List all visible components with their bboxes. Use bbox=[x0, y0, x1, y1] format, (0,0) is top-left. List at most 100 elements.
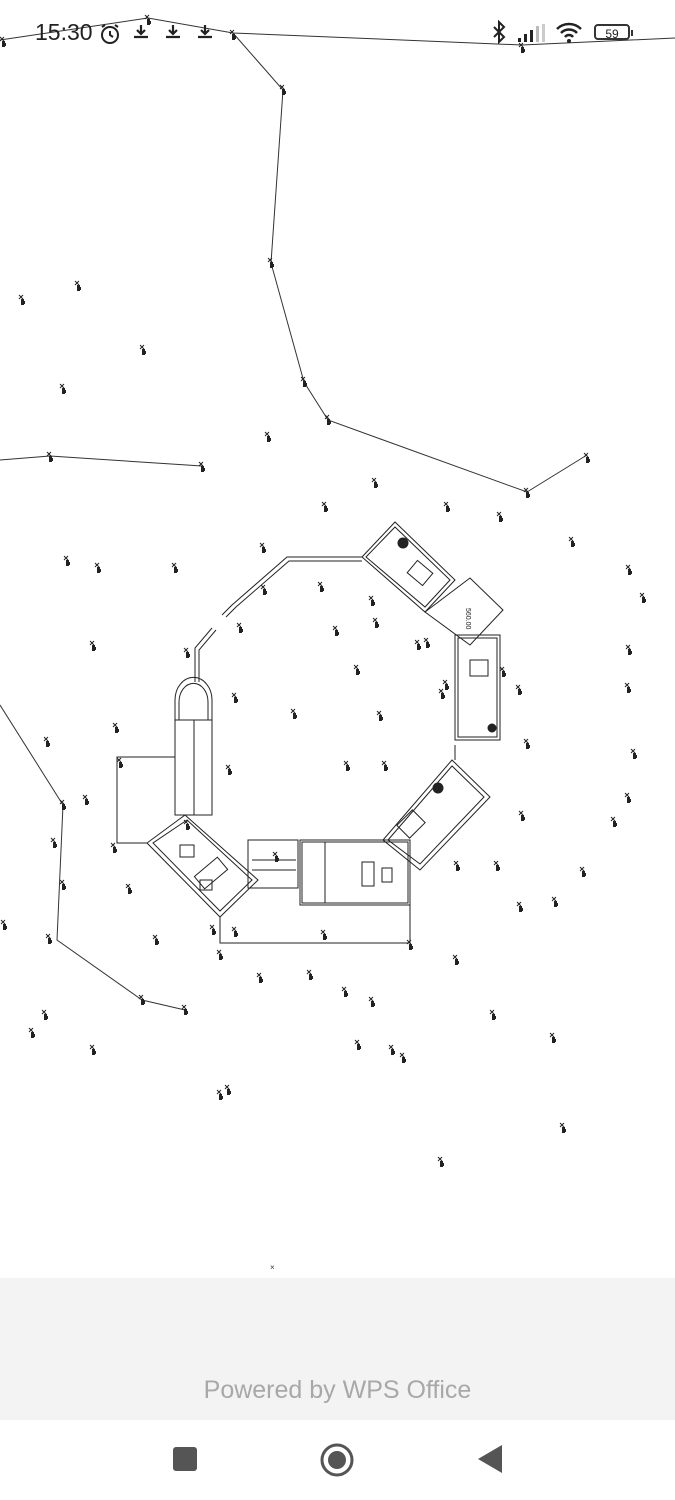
tree-symbol bbox=[300, 376, 307, 387]
alarm-icon bbox=[101, 24, 119, 44]
tree-symbol bbox=[290, 708, 297, 719]
tree-symbol bbox=[231, 692, 238, 703]
tree-symbol bbox=[324, 414, 331, 425]
tree-symbol bbox=[625, 644, 632, 655]
tree-symbol bbox=[74, 280, 81, 291]
tree-symbol bbox=[260, 584, 267, 595]
tree-symbol bbox=[110, 842, 117, 853]
tree-symbol bbox=[549, 1032, 556, 1043]
tree-symbol bbox=[225, 764, 232, 775]
tree-symbol bbox=[523, 738, 530, 749]
tree-symbol bbox=[499, 666, 506, 677]
wifi-icon bbox=[556, 22, 582, 43]
tree-symbol bbox=[144, 14, 151, 25]
tree-symbol bbox=[89, 1044, 96, 1055]
tree-symbol bbox=[94, 562, 101, 573]
tree-symbol bbox=[317, 581, 324, 592]
tree-symbol bbox=[388, 1044, 395, 1055]
tree-symbol bbox=[630, 748, 637, 759]
tree-symbol bbox=[216, 1089, 223, 1100]
contour-lines bbox=[0, 17, 675, 1011]
tree-symbol bbox=[264, 431, 271, 442]
tree-symbol bbox=[438, 688, 445, 699]
tree-symbol bbox=[353, 664, 360, 675]
tree-symbol bbox=[568, 536, 575, 547]
tree-symbol bbox=[639, 592, 646, 603]
tree-symbol bbox=[518, 810, 525, 821]
tree-symbol bbox=[423, 637, 430, 648]
download-icon bbox=[166, 25, 180, 39]
tree-symbol bbox=[231, 926, 238, 937]
tree-symbol bbox=[452, 954, 459, 965]
tree-symbol bbox=[523, 487, 530, 498]
status-bar: 15:30 59 bbox=[0, 14, 675, 52]
tree-symbol bbox=[125, 883, 132, 894]
tree-symbol bbox=[320, 929, 327, 940]
tree-symbol bbox=[256, 972, 263, 983]
tree-symbol bbox=[50, 837, 57, 848]
tree-symbol bbox=[306, 969, 313, 980]
tree-symbol bbox=[0, 919, 7, 930]
tree-symbol bbox=[371, 477, 378, 488]
dimension-label: 560.00 bbox=[464, 608, 471, 630]
tree-symbol bbox=[368, 595, 375, 606]
tree-symbol bbox=[496, 511, 503, 522]
cad-drawing-canvas[interactable]: 560.00 × bbox=[0, 0, 675, 1280]
tree-symbol bbox=[259, 542, 266, 553]
tree-symbol bbox=[354, 1039, 361, 1050]
download-icon bbox=[134, 25, 148, 39]
home-button[interactable] bbox=[320, 1443, 354, 1477]
tree-symbol bbox=[332, 625, 339, 636]
tree-symbol bbox=[368, 996, 375, 1007]
tree-symbol bbox=[138, 994, 145, 1005]
tree-symbol bbox=[181, 1004, 188, 1015]
tree-markers bbox=[0, 14, 646, 1167]
tree-symbol bbox=[442, 679, 449, 690]
tree-symbol bbox=[0, 36, 6, 47]
tree-symbol bbox=[216, 949, 223, 960]
tree-symbol bbox=[171, 562, 178, 573]
tree-symbol bbox=[43, 736, 50, 747]
tree-symbol bbox=[152, 934, 159, 945]
contour-line-mid bbox=[0, 455, 203, 467]
navigation-bar bbox=[0, 1420, 675, 1500]
tree-symbol bbox=[624, 682, 631, 693]
tree-symbol bbox=[46, 451, 53, 462]
tree-symbol bbox=[579, 866, 586, 877]
back-button[interactable] bbox=[476, 1444, 504, 1474]
tree-symbol bbox=[59, 383, 66, 394]
signal-icon bbox=[518, 24, 545, 42]
stray-mark: × bbox=[270, 1263, 275, 1272]
tree-symbol bbox=[443, 501, 450, 512]
recents-button[interactable] bbox=[172, 1446, 198, 1472]
tree-symbol bbox=[559, 1122, 566, 1133]
tree-symbol bbox=[414, 639, 421, 650]
tree-symbol bbox=[516, 901, 523, 912]
tree-symbol bbox=[341, 986, 348, 997]
tree-symbol bbox=[198, 461, 205, 472]
tree-symbol bbox=[18, 294, 25, 305]
bluetooth-icon bbox=[493, 20, 506, 44]
tree-symbol bbox=[610, 816, 617, 827]
tree-symbol bbox=[209, 924, 216, 935]
tree-symbol bbox=[112, 722, 119, 733]
tree-symbol bbox=[236, 622, 243, 633]
tree-symbol bbox=[376, 710, 383, 721]
tree-symbol bbox=[399, 1052, 406, 1063]
tree-symbol bbox=[41, 1009, 48, 1020]
tree-symbol bbox=[139, 344, 146, 355]
tree-symbol bbox=[381, 760, 388, 771]
tree-symbol bbox=[28, 1027, 35, 1038]
tree-symbol bbox=[453, 860, 460, 871]
tree-symbol bbox=[229, 29, 236, 40]
tree-symbol bbox=[59, 879, 66, 890]
tree-symbol bbox=[372, 617, 379, 628]
tree-symbol bbox=[116, 757, 123, 768]
tree-symbol bbox=[624, 792, 631, 803]
contour-line-west bbox=[0, 704, 186, 1011]
tree-symbol bbox=[625, 564, 632, 575]
tree-symbol bbox=[279, 84, 286, 95]
tree-symbol bbox=[267, 257, 274, 268]
tree-symbol bbox=[183, 819, 190, 830]
powered-by-label: Powered by WPS Office bbox=[203, 1376, 472, 1404]
